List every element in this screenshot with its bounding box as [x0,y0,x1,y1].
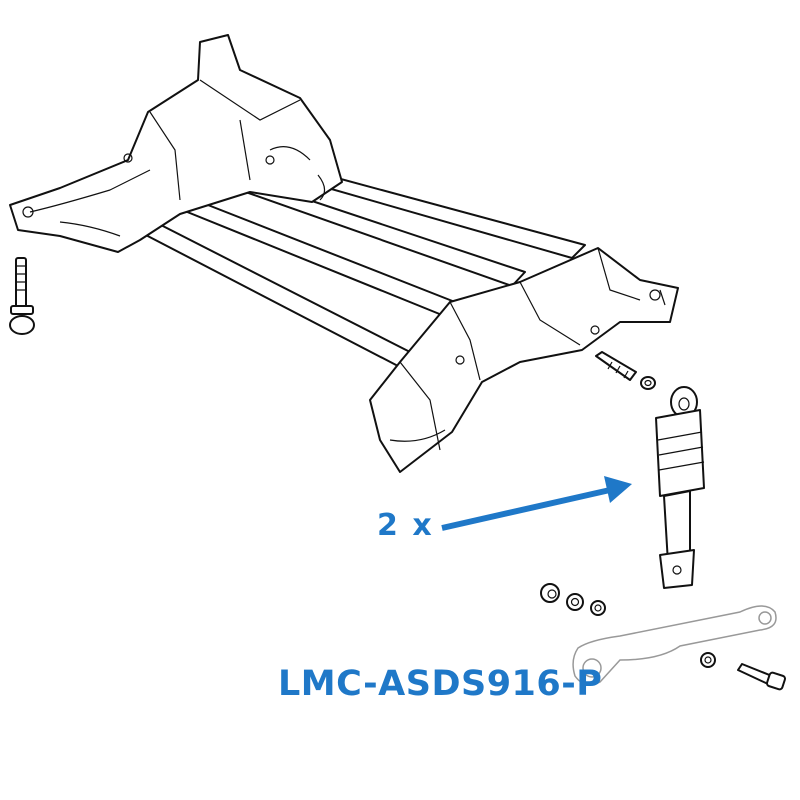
nut-and-washers [540,583,606,616]
shock-mounting-bolt [595,351,656,390]
part-number-label: LMC-ASDS916-P [278,664,603,704]
control-arm [572,605,786,691]
rear-crossmember [369,247,679,473]
quantity-label: 2 x [377,508,434,543]
mounting-bolt-left [9,257,35,335]
pointer-arrow [441,476,632,531]
shock-absorber [655,386,705,589]
front-crossmember [9,34,343,253]
